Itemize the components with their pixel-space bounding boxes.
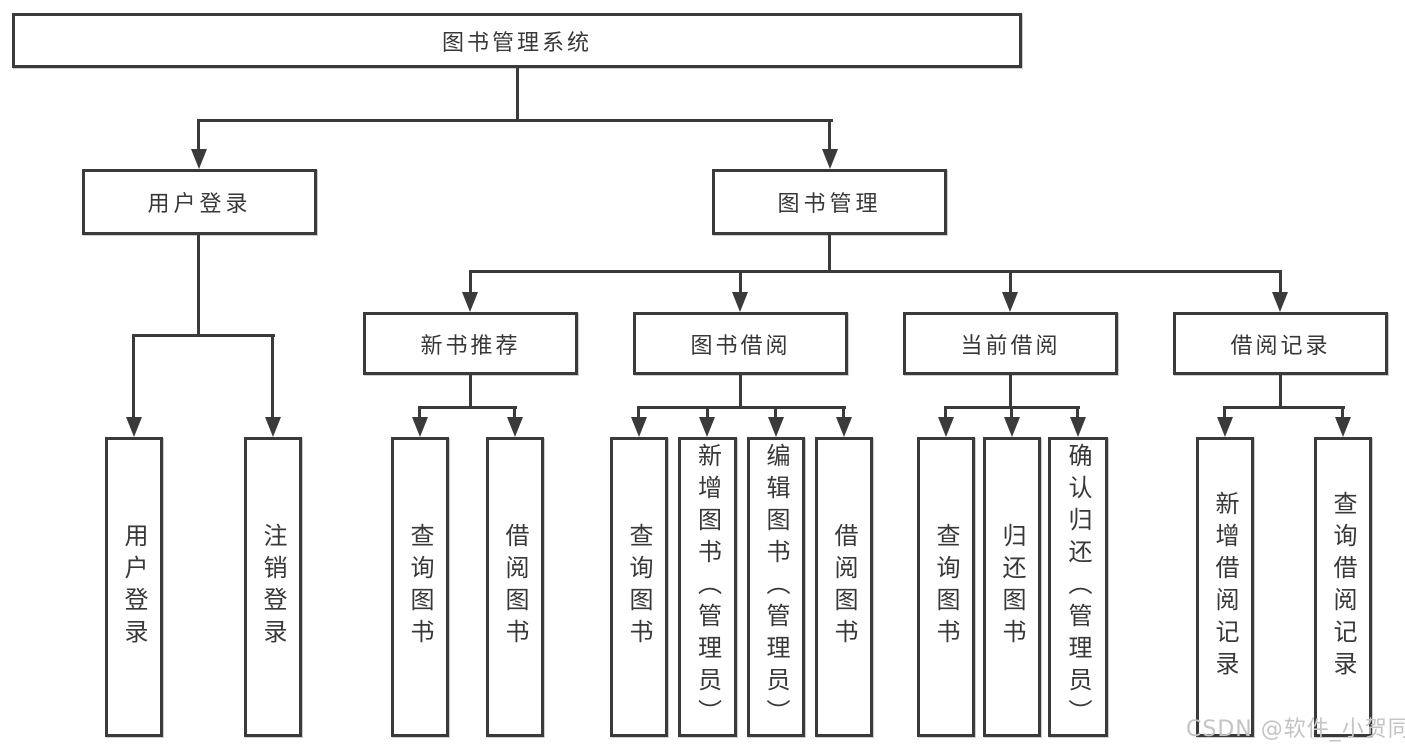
node-label: 当前借阅 — [960, 333, 1061, 359]
connector-records-horizontal — [1223, 406, 1345, 409]
connector-level3-horizontal — [469, 270, 1282, 273]
connector-leaf-shaft — [513, 406, 516, 417]
node-label: 用户登录 — [147, 192, 252, 217]
connector-level3-shaft — [739, 270, 742, 293]
leaf-label: 归还图书 — [998, 523, 1026, 651]
arrow-down-icon — [191, 149, 207, 169]
connector-recommend-vertical — [469, 375, 472, 409]
leaf-current-confirm-return-admin: 确认归还（管理员） — [1048, 437, 1108, 737]
leaf-borrowing-edit-books-admin: 编辑图书（管理员） — [747, 437, 805, 737]
node-label: 图书管理 — [777, 192, 882, 217]
arrow-down-icon — [699, 417, 715, 437]
connector-recommend-horizontal — [418, 406, 517, 409]
arrow-down-icon — [265, 417, 281, 437]
leaf-borrowing-query-books: 查询图书 — [610, 437, 668, 737]
connector-borrow-vertical — [739, 375, 742, 409]
leaf-borrowing-add-books-admin: 新增图书（管理员） — [678, 437, 737, 737]
node-root-system: 图书管理系统 — [12, 13, 1022, 68]
arrow-down-icon — [412, 417, 428, 437]
watermark-text: CSDN @软件_小贺同学 — [1186, 717, 1405, 742]
connector-leaf-shaft — [132, 334, 135, 417]
node-label: 新书推荐 — [420, 333, 521, 359]
node-label: 图书借阅 — [690, 333, 791, 359]
leaf-current-query-books: 查询图书 — [917, 437, 975, 737]
leaf-recommend-query-books: 查询图书 — [391, 437, 449, 737]
arrow-down-icon — [1335, 417, 1351, 437]
leaf-label: 借阅图书 — [501, 523, 529, 651]
leaf-label: 新增借阅记录 — [1211, 491, 1239, 683]
connector-borrow-horizontal — [637, 406, 846, 409]
leaf-label: 注销登录 — [259, 523, 287, 651]
leaf-borrowing-borrow-books: 借阅图书 — [815, 437, 873, 737]
leaf-label: 新增图书（管理员） — [693, 443, 722, 731]
arrow-down-icon — [631, 417, 647, 437]
connector-user-horizontal — [132, 334, 275, 337]
leaf-current-return-books: 归还图书 — [983, 437, 1041, 737]
connector-leaf-shaft — [418, 406, 421, 417]
connector-leaf-shaft — [1076, 406, 1079, 417]
connector-leaf-shaft — [637, 406, 640, 417]
connector-level2-horizontal — [197, 119, 833, 122]
leaf-user-login: 用户登录 — [105, 437, 163, 737]
connector-leaf-shaft — [706, 406, 709, 417]
connector-leaf-shaft — [271, 334, 274, 417]
leaf-recommend-borrow-books: 借阅图书 — [486, 437, 544, 737]
arrow-down-icon — [1070, 417, 1086, 437]
connector-root-vertical — [516, 68, 519, 122]
connector-leaf-shaft — [1223, 406, 1226, 417]
arrow-down-icon — [836, 417, 852, 437]
arrow-down-icon — [1002, 292, 1018, 312]
connector-leaf-shaft — [842, 406, 845, 417]
node-book-management: 图书管理 — [712, 169, 947, 235]
leaf-label: 查询借阅记录 — [1329, 491, 1357, 683]
arrow-down-icon — [822, 149, 838, 169]
connector-records-vertical — [1279, 375, 1282, 409]
leaf-label: 查询图书 — [932, 523, 960, 651]
connector-level3-shaft — [469, 270, 472, 293]
arrow-down-icon — [126, 417, 142, 437]
arrow-down-icon — [1217, 417, 1233, 437]
arrow-down-icon — [938, 417, 954, 437]
connector-user-vertical — [197, 235, 200, 337]
node-current-borrowing: 当前借阅 — [903, 312, 1118, 375]
leaf-records-query-record: 查询借阅记录 — [1314, 437, 1372, 737]
connector-book-mgmt-shaft — [828, 119, 831, 151]
leaf-label: 编辑图书（管理员） — [762, 443, 790, 731]
connector-mgmt-vertical — [828, 235, 831, 273]
leaf-logout: 注销登录 — [244, 437, 302, 737]
leaf-label: 借阅图书 — [830, 523, 858, 651]
connector-user-login-shaft — [197, 119, 200, 151]
node-borrowing-records: 借阅记录 — [1173, 312, 1388, 375]
connector-level3-shaft — [1279, 270, 1282, 293]
node-label: 图书管理系统 — [441, 30, 592, 56]
connector-leaf-shaft — [1010, 406, 1013, 417]
leaf-records-add-record: 新增借阅记录 — [1196, 437, 1254, 737]
connector-leaf-shaft — [1341, 406, 1344, 417]
connector-level3-shaft — [1009, 270, 1012, 293]
leaf-label: 查询图书 — [406, 523, 434, 651]
connector-leaf-shaft — [774, 406, 777, 417]
arrow-down-icon — [768, 417, 784, 437]
node-book-borrowing: 图书借阅 — [633, 312, 848, 375]
arrow-down-icon — [507, 417, 523, 437]
arrow-down-icon — [1272, 292, 1288, 312]
leaf-label: 用户登录 — [120, 523, 148, 651]
node-label: 借阅记录 — [1230, 333, 1331, 359]
leaf-label: 确认归还（管理员） — [1064, 443, 1092, 731]
arrow-down-icon — [462, 292, 478, 312]
node-user-login: 用户登录 — [82, 169, 317, 235]
leaf-label: 查询图书 — [625, 523, 653, 651]
connector-current-vertical — [1009, 375, 1012, 409]
arrow-down-icon — [1004, 417, 1020, 437]
node-new-book-recommendation: 新书推荐 — [363, 312, 578, 375]
connector-leaf-shaft — [944, 406, 947, 417]
arrow-down-icon — [732, 292, 748, 312]
